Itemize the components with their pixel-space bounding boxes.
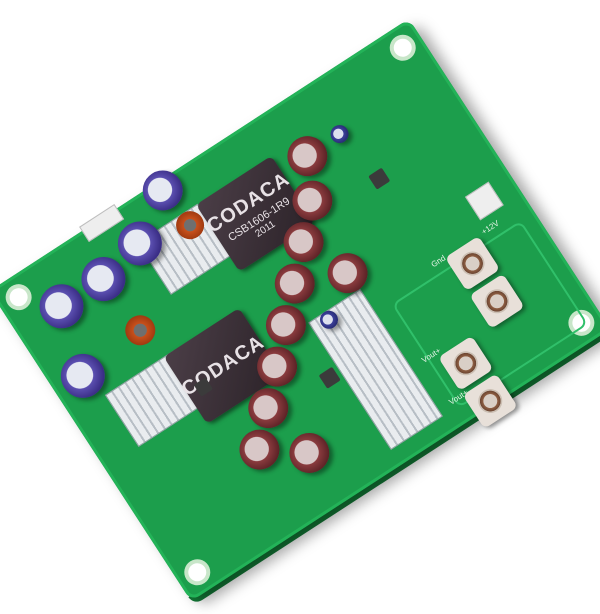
mounting-hole — [184, 559, 210, 585]
header-connector — [79, 204, 125, 242]
mounting-hole — [6, 284, 32, 310]
capacitor — [135, 162, 191, 219]
capacitor — [327, 121, 353, 147]
capacitor — [267, 255, 323, 312]
capacitor — [281, 425, 338, 481]
ic-chip — [318, 366, 341, 389]
capacitor — [279, 128, 336, 184]
chip-brand: CODACA — [177, 330, 269, 401]
header-connector — [465, 181, 504, 221]
capacitor — [258, 297, 314, 353]
ic-chip — [368, 167, 391, 190]
toroid-inductor — [119, 309, 162, 352]
capacitor — [52, 345, 114, 407]
capacitor — [319, 245, 376, 301]
mounting-hole — [390, 35, 416, 61]
silkscreen-label: Gnd — [429, 253, 448, 270]
board-surface: CODACA CSB1606-1R9 2011 CODACA — [0, 18, 600, 602]
capacitor — [231, 421, 288, 478]
photo-scene: CODACA CSB1606-1R9 2011 CODACA — [0, 0, 600, 600]
